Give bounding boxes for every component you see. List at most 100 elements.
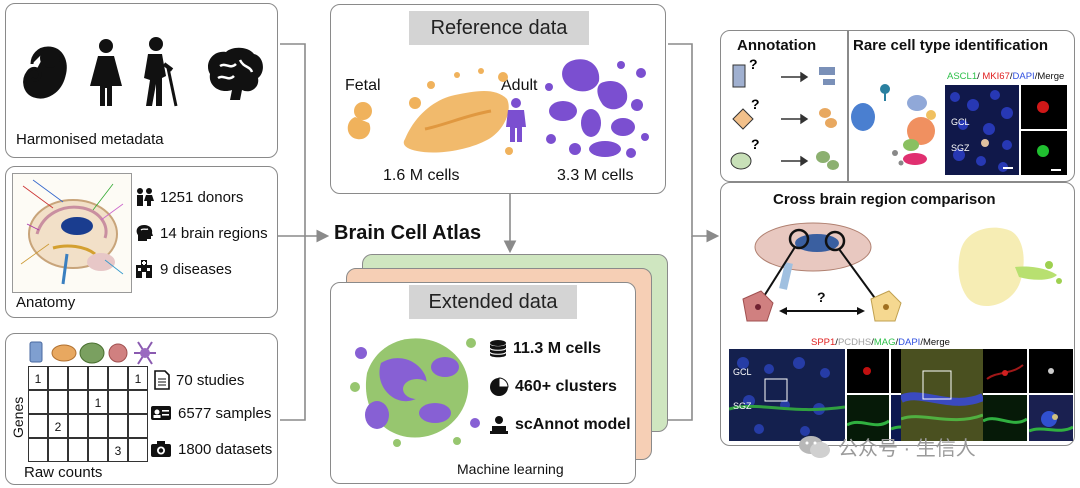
model-stat: scAnnot model	[489, 415, 631, 435]
matrix-cell: 2	[48, 414, 68, 438]
fetal-label: Fetal	[345, 77, 381, 94]
extended-umap	[350, 338, 480, 447]
matrix-cell	[48, 390, 68, 414]
rare-merge-image: GCL SGZ	[945, 85, 1019, 175]
clusters-stat: 460+ clusters	[489, 377, 617, 397]
anatomy-sketch	[12, 173, 132, 293]
hospital-icon	[136, 260, 152, 278]
genes-label: Genes	[10, 396, 26, 438]
database-icon	[489, 340, 507, 358]
annotation-rare-panel: Annotation ? ? ? Rare cell type identifi…	[720, 30, 1075, 182]
rare-red-channel	[1021, 85, 1067, 129]
annotation-diagram: ? ? ?	[730, 57, 839, 170]
people-icon	[137, 188, 154, 206]
extended-panel: Extended data 11.3 M cells 460+ clusters…	[330, 282, 636, 484]
cross-green-left	[847, 395, 889, 441]
head-brain-icon	[136, 225, 153, 241]
cross-title: Cross brain region comparison	[773, 191, 996, 208]
reference-title: Reference data	[409, 11, 589, 45]
cross-legend: SPP1/PCDHS/MAG/DAPI/Merge	[811, 337, 950, 348]
adult-cells: 3.3 M cells	[557, 167, 634, 184]
matrix-cell	[108, 366, 128, 390]
matrix-cell	[128, 414, 148, 438]
cells-stat: 11.3 M cells	[489, 339, 601, 359]
cross-umap	[958, 227, 1062, 307]
annotation-title: Annotation	[737, 37, 817, 54]
cell-types-icon	[29, 341, 156, 365]
adult-purple-icon	[506, 98, 526, 142]
matrix-cell	[28, 438, 48, 462]
matrix-cell	[108, 414, 128, 438]
datasets-stat: 1800 datasets	[150, 440, 272, 458]
question-mark: ?	[817, 289, 826, 305]
regions-stat: 14 brain regions	[134, 223, 268, 243]
rare-legend: ASCL1/ MKI67/DAPI/Merge	[947, 71, 1065, 82]
matrix-cell	[88, 366, 108, 390]
matrix-cell	[88, 438, 108, 462]
adult-label: Adult	[501, 77, 538, 94]
anatomy-panel: 1251 donors 14 brain regions 9 diseases …	[5, 166, 278, 318]
matrix-cell	[128, 390, 148, 414]
id-card-icon	[151, 406, 171, 420]
cross-brain-diagram	[742, 222, 902, 322]
svg-text:?: ?	[751, 136, 760, 152]
elder-icon	[144, 37, 178, 107]
matrix-cell	[28, 390, 48, 414]
cross-red-left	[847, 349, 889, 393]
anatomy-label: Anatomy	[16, 294, 76, 311]
cross-merge-image-right	[901, 349, 983, 441]
matrix-cell	[48, 366, 68, 390]
cross-zoom-right	[1029, 395, 1073, 441]
ml-label: Machine learning	[457, 461, 564, 477]
fetal-cells: 1.6 M cells	[383, 167, 460, 184]
metadata-label: Harmonised metadata	[16, 131, 164, 148]
matrix-cell	[128, 438, 148, 462]
matrix-cell	[88, 414, 108, 438]
svg-text:?: ?	[749, 57, 758, 72]
watermark: 公众号 · 生信人	[798, 432, 976, 461]
cross-merge-image-left: GCL SGZ	[729, 349, 845, 441]
extended-title: Extended data	[409, 285, 577, 319]
samples-stat: 6577 samples	[150, 404, 271, 422]
rare-title: Rare cell type identification	[853, 37, 1049, 54]
metadata-panel: Harmonised metadata	[5, 3, 278, 158]
matrix-cell	[48, 438, 68, 462]
pie-chart-icon	[490, 377, 509, 396]
matrix-cell	[108, 390, 128, 414]
adult-umap	[545, 59, 649, 158]
cross-gray-right	[1029, 349, 1073, 393]
matrix-cell: 1	[88, 390, 108, 414]
rare-green-channel	[1021, 131, 1067, 175]
wechat-icon	[799, 435, 830, 458]
rare-umap	[851, 84, 936, 166]
diseases-stat: 9 diseases	[134, 259, 232, 279]
matrix-cell	[68, 366, 88, 390]
matrix-cell: 1	[28, 366, 48, 390]
cross-red-right	[983, 349, 1027, 393]
brain-icon	[207, 47, 263, 100]
matrix-cell	[68, 438, 88, 462]
fetus-icon	[23, 46, 67, 99]
woman-icon	[90, 39, 122, 106]
fetal-umap	[403, 68, 513, 155]
matrix-cell	[68, 390, 88, 414]
cross-green-right	[983, 395, 1027, 441]
camera-icon	[151, 441, 171, 457]
cross-region-panel: Cross brain region comparison ? SPP1/PCD…	[720, 182, 1075, 446]
matrix-cell	[28, 414, 48, 438]
divider	[847, 31, 849, 181]
studies-stat: 70 studies	[154, 370, 244, 390]
atlas-title: Brain Cell Atlas	[334, 222, 482, 244]
donors-stat: 1251 donors	[134, 187, 243, 207]
user-laptop-icon	[490, 416, 508, 434]
document-icon	[154, 370, 170, 390]
raw-counts-label: Raw counts	[24, 464, 103, 481]
fetus-orange-icon	[347, 102, 372, 140]
matrix-cell: 3	[108, 438, 128, 462]
matrix-cell: 1	[128, 366, 148, 390]
svg-text:?: ?	[751, 96, 760, 112]
reference-panel: Reference data Fetal Adult 1.6 M cells 3…	[330, 4, 666, 194]
